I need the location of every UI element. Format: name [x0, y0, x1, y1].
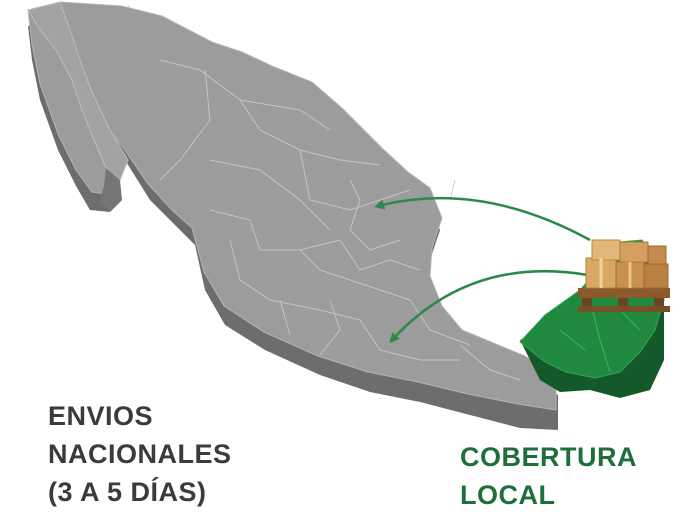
- local-region-borders: [559, 299, 641, 373]
- pallet-boxes-icon: [578, 239, 670, 312]
- baja-side: [100, 168, 122, 212]
- national-line-1: ENVIOS: [48, 401, 154, 431]
- curved-arrow-icon: [389, 269, 589, 343]
- local-line-1: COBERTURA: [460, 442, 637, 472]
- local-coverage-label: COBERTURA LOCAL: [460, 438, 637, 514]
- local-line-2: LOCAL: [460, 480, 556, 510]
- curved-arrow-icon: [374, 196, 591, 242]
- national-line-2: NACIONALES: [48, 439, 232, 469]
- national-shipping-label: ENVIOS NACIONALES (3 A 5 DÍAS): [48, 397, 232, 511]
- national-line-3: (3 A 5 DÍAS): [48, 477, 207, 507]
- border-line-gulf: [449, 179, 456, 201]
- state-borders: [159, 59, 521, 381]
